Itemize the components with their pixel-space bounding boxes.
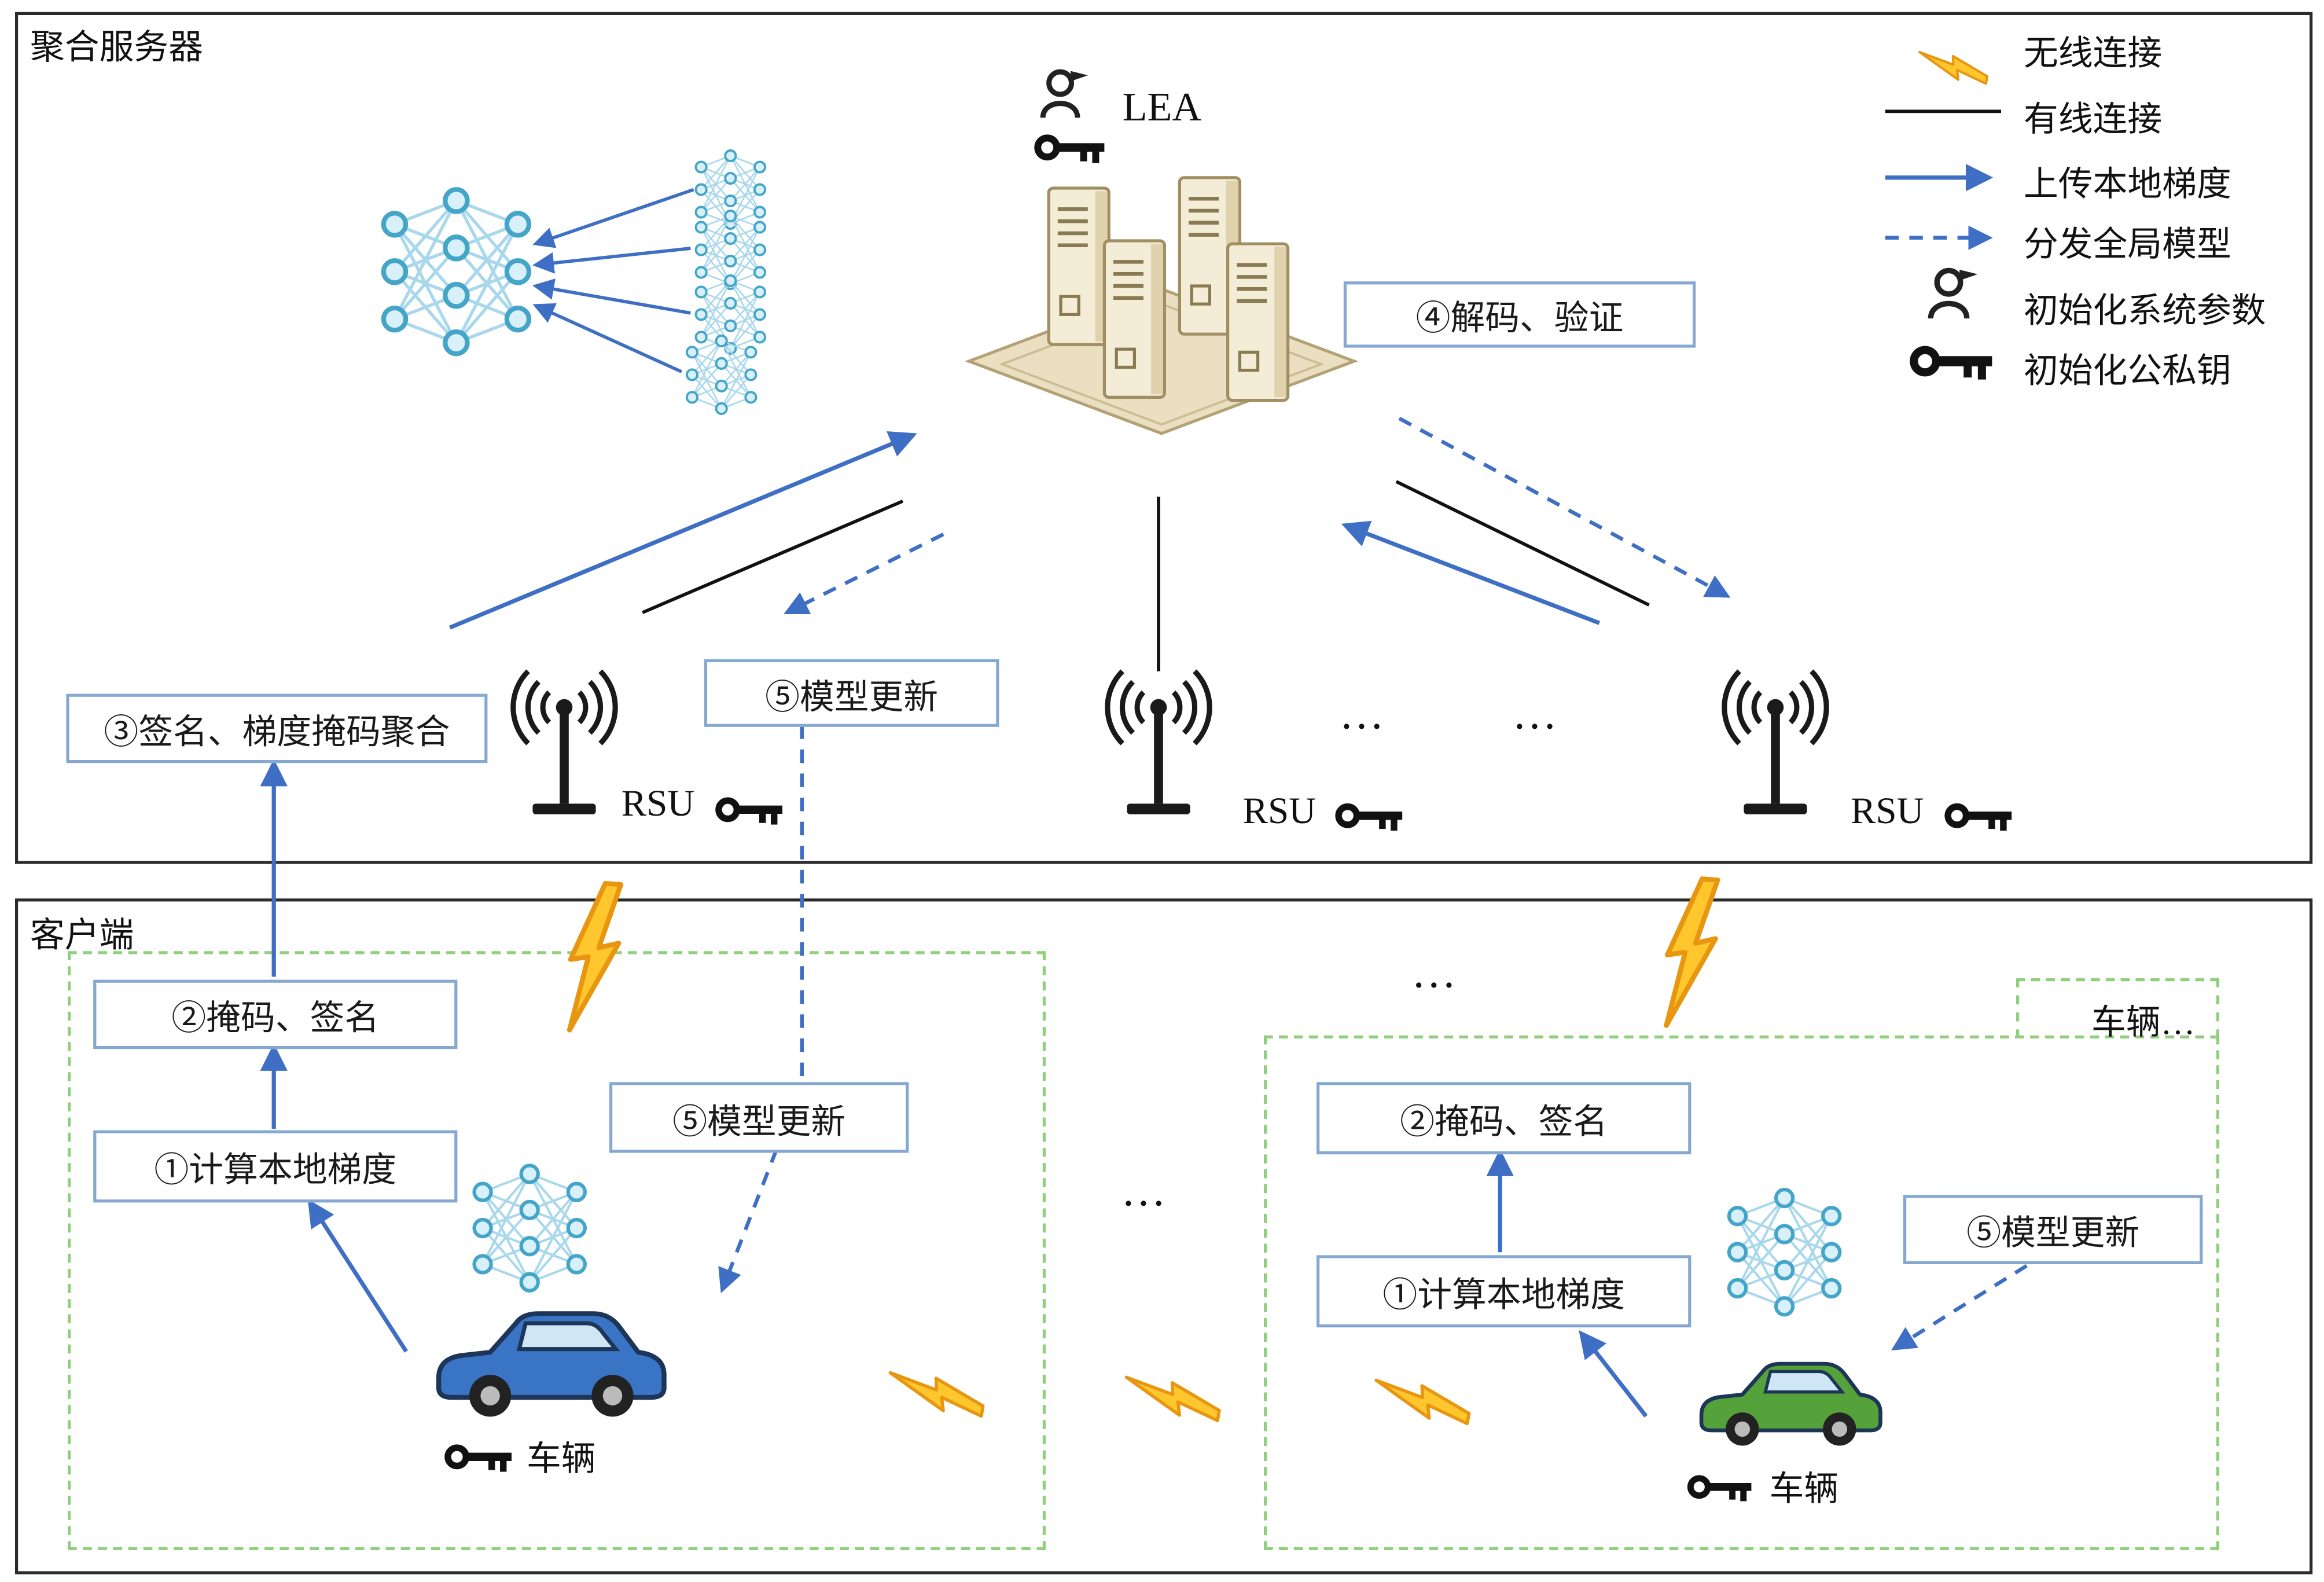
compute-gradient-box-left: ①计算本地梯度 bbox=[93, 1130, 458, 1203]
local-model-network-icon-4 bbox=[685, 334, 757, 415]
decode-verify-box: ④解码、验证 bbox=[1343, 281, 1696, 348]
vehicle-key-icon-right bbox=[1690, 1478, 1751, 1502]
wired-line-right bbox=[1395, 480, 1650, 607]
vehicle-group-left-frame bbox=[67, 951, 1046, 1550]
legend-label-upload-gradient: 上传本地梯度 bbox=[2023, 166, 2231, 203]
rsu-antenna-1 bbox=[513, 671, 615, 814]
vehicle-car-blue bbox=[439, 1313, 664, 1416]
lea-server-cluster bbox=[964, 178, 1359, 435]
rsu-antenna-3 bbox=[1724, 671, 1826, 814]
legend-label-wireless: 无线连接 bbox=[2023, 34, 2163, 72]
legend-label-wired: 有线连接 bbox=[2023, 101, 2163, 139]
vehicle-group-right-frame bbox=[1264, 1035, 2219, 1550]
wireless-bolt-left bbox=[565, 882, 623, 1033]
vehicle-network-icon-left bbox=[475, 1165, 585, 1290]
client-section-title: 客户端 bbox=[30, 916, 134, 955]
mask-sign-box-right: ②掩码、签名 bbox=[1317, 1082, 1691, 1155]
legend-key-icon bbox=[1914, 350, 1992, 380]
wireless-bolt-mid-3 bbox=[1371, 1378, 1473, 1425]
rsu-key-icon-1 bbox=[719, 801, 782, 824]
model-update-box-right: ⑤模型更新 bbox=[1903, 1195, 2203, 1264]
vehicle-key-icon-left bbox=[448, 1448, 512, 1471]
legend-label-init-keys: 初始化公私钥 bbox=[2023, 352, 2231, 390]
vehicle-to-gradient-arrow-left bbox=[307, 1199, 409, 1353]
upload-arrow-left bbox=[449, 431, 917, 630]
mask-sign-box-left: ②掩码、签名 bbox=[93, 979, 458, 1049]
distribute-arrow-left bbox=[784, 533, 944, 615]
rsu-label-1: RSU bbox=[621, 784, 695, 825]
wireless-bolt-mid-2 bbox=[1121, 1375, 1223, 1422]
rsu-key-icon-2 bbox=[1338, 806, 1402, 830]
model-update-box-top: ⑤模型更新 bbox=[704, 659, 999, 727]
client-ellipsis-top: … bbox=[1411, 948, 1457, 998]
lea-person-icon bbox=[1043, 71, 1088, 118]
client-section-frame bbox=[15, 898, 2313, 1574]
global-model-network-icon bbox=[384, 189, 529, 354]
lea-label: LEA bbox=[1122, 84, 1202, 130]
wireless-bolt-right bbox=[1663, 877, 1720, 1029]
vehicle-label-right: 车辆 bbox=[1769, 1470, 1839, 1508]
rsu-key-icon-3 bbox=[1948, 806, 2012, 830]
legend-person-icon bbox=[1930, 270, 1977, 318]
rsu-label-2: RSU bbox=[1242, 791, 1317, 832]
rsu-ellipsis-2: … bbox=[1512, 689, 1557, 739]
wireless-bolt-mid-1 bbox=[885, 1370, 987, 1417]
vehicle-group-right-header: 车辆… bbox=[2091, 1004, 2196, 1042]
model-update-box-left: ⑤模型更新 bbox=[609, 1082, 909, 1153]
vehicle-car-green bbox=[1701, 1364, 1880, 1445]
client-ellipsis-mid: … bbox=[1120, 1166, 1166, 1216]
model-update-to-vehicle-left bbox=[718, 1149, 778, 1294]
legend-label-distribute-model: 分发全局模型 bbox=[2023, 226, 2231, 263]
compute-gradient-box-right: ①计算本地梯度 bbox=[1317, 1255, 1691, 1328]
vehicle-to-gradient-arrow-right bbox=[1579, 1330, 1648, 1418]
vehicle-group-right-frame-extension bbox=[2016, 978, 2219, 1038]
model-update-to-vehicle-right bbox=[1891, 1264, 2028, 1350]
server-section-frame bbox=[15, 12, 2313, 864]
vehicle-network-icon-right bbox=[1729, 1190, 1840, 1315]
rsu-ellipsis-1: … bbox=[1339, 689, 1384, 739]
rsu-antenna-2 bbox=[1108, 671, 1209, 814]
sign-mask-aggregate-box: ③签名、梯度掩码聚合 bbox=[66, 693, 488, 764]
server-section-title: 聚合服务器 bbox=[30, 28, 203, 67]
wired-line-left bbox=[642, 500, 904, 614]
lea-key-icon bbox=[1038, 138, 1104, 163]
vehicle-label-left: 车辆 bbox=[526, 1440, 596, 1478]
upload-arrow-right bbox=[1341, 520, 1601, 625]
legend-label-init-params: 初始化系统参数 bbox=[2023, 292, 2266, 330]
legend-lightning-icon bbox=[1916, 50, 1990, 85]
rsu-label-3: RSU bbox=[1851, 791, 1924, 832]
model-aggregation-arrows bbox=[532, 188, 694, 373]
